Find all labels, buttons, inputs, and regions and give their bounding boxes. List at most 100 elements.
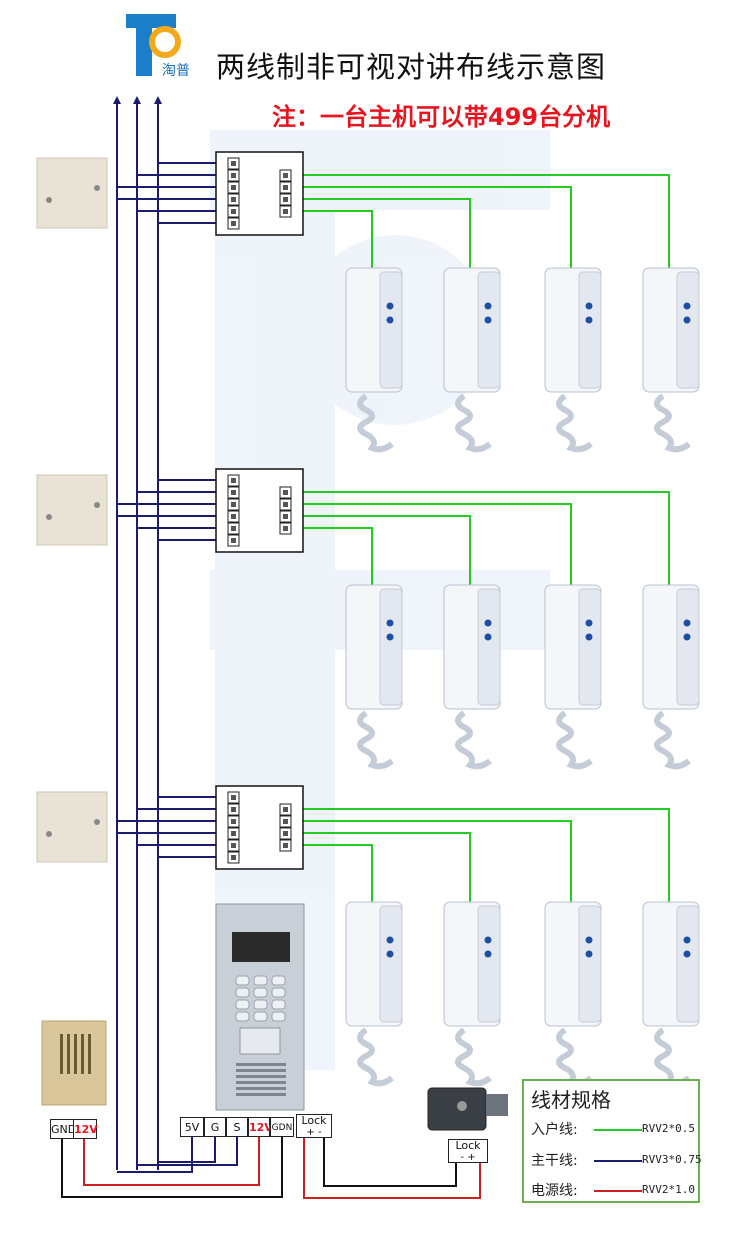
keypad-key: [271, 987, 286, 998]
handsets: [345, 267, 700, 1087]
legend-line-indoor: [594, 1129, 642, 1131]
power-supply-print: [88, 1034, 91, 1074]
speaker-grille: [236, 1063, 286, 1066]
coiled-cord-icon: [556, 710, 593, 770]
trunk-wires: [113, 96, 238, 1173]
terminal-screw-icon: [283, 807, 288, 812]
door-5v-terminal: 5V: [180, 1117, 204, 1137]
call-button-icon: [683, 936, 691, 944]
keypad-key: [253, 975, 268, 986]
terminal-screw-icon: [231, 526, 236, 531]
call-button-icon: [386, 302, 394, 310]
keypad-key: [235, 987, 250, 998]
coiled-cord-icon: [357, 393, 394, 453]
lock-bolt: [486, 1094, 508, 1116]
terminal-screw-icon: [231, 538, 236, 543]
keypad-key: [235, 975, 250, 986]
unlock-button-icon: [683, 316, 691, 324]
legend-spec-trunk: RVV3*0.75: [642, 1153, 702, 1166]
bottom-equipment: [41, 903, 508, 1199]
call-button-icon: [484, 936, 492, 944]
handset-receiver: [379, 271, 403, 389]
trunk-wire: [116, 198, 228, 201]
legend-line-power: [594, 1190, 642, 1192]
door-station: [215, 903, 305, 1111]
unlock-button-icon: [683, 633, 691, 641]
handset-receiver: [477, 588, 501, 706]
terminal-screw-icon: [231, 173, 236, 178]
intercom-handset: [345, 584, 403, 770]
brand-logo: [126, 14, 181, 76]
call-button-icon: [386, 619, 394, 627]
trunk-wire-5v: [117, 1137, 193, 1173]
terminal-screw-icon: [231, 197, 236, 202]
power-supply-print: [67, 1034, 70, 1074]
indoor-wire: [291, 844, 373, 902]
door-lock-terminal: Lock + -: [296, 1114, 332, 1138]
speaker-grille: [236, 1075, 286, 1078]
screw-icon: [46, 197, 52, 203]
terminal-screw-icon: [231, 795, 236, 800]
legend-label-power: 电源线:: [531, 1183, 578, 1199]
call-button-icon: [683, 302, 691, 310]
door-gdn-terminal: GDN: [270, 1117, 294, 1137]
terminal-screw-icon: [231, 855, 236, 860]
keypad-key: [271, 999, 286, 1010]
unlock-button-icon: [386, 950, 394, 958]
unlock-button-icon: [484, 316, 492, 324]
coiled-cord-icon: [654, 1027, 691, 1087]
indoor-wire: [291, 808, 670, 902]
indoor-wire: [291, 186, 572, 268]
call-button-icon: [386, 936, 394, 944]
keypad-key: [235, 1011, 250, 1022]
terminal-screw-icon: [231, 221, 236, 226]
speaker-grille: [236, 1087, 286, 1090]
terminal-screw-icon: [283, 173, 288, 178]
wall-switches: [36, 157, 108, 863]
coiled-cord-icon: [455, 710, 492, 770]
intercom-handset: [544, 267, 602, 453]
intercom-handset: [642, 584, 700, 770]
screw-icon: [94, 185, 100, 191]
legend-spec-power: RVV2*1.0: [642, 1183, 695, 1196]
terminal-screw-icon: [283, 490, 288, 495]
door-g-terminal: G: [204, 1117, 226, 1137]
terminal-screw-icon: [283, 197, 288, 202]
indoor-wire: [291, 527, 373, 585]
indoor-wire: [291, 515, 471, 585]
lock-plus-wire: [303, 1138, 481, 1199]
unlock-button-icon: [386, 633, 394, 641]
power-supply-print: [81, 1034, 84, 1074]
logo-text: 淘普: [162, 63, 190, 79]
intercom-handset: [345, 901, 403, 1087]
keypad-key: [253, 999, 268, 1010]
terminal-screw-icon: [283, 526, 288, 531]
power-supply-print: [60, 1034, 63, 1074]
terminal-screw-icon: [231, 514, 236, 519]
power-wire: [83, 1137, 260, 1186]
call-button-icon: [585, 302, 593, 310]
handset-receiver: [578, 905, 602, 1023]
terminal-screw-icon: [231, 161, 236, 166]
door-s-terminal: S: [226, 1117, 248, 1137]
terminal-screw-icon: [231, 209, 236, 214]
intercom-handset: [443, 584, 501, 770]
unlock-button-icon: [386, 316, 394, 324]
call-button-icon: [585, 619, 593, 627]
door-12v-terminal: 12V: [248, 1117, 273, 1137]
indoor-wire: [291, 503, 572, 585]
page-title: 两线制非可视对讲布线示意图: [216, 50, 607, 84]
terminal-screw-icon: [231, 478, 236, 483]
terminal-screw-icon: [283, 209, 288, 214]
terminal-screw-icon: [231, 843, 236, 848]
screw-icon: [46, 831, 52, 837]
screw-icon: [94, 819, 100, 825]
terminal-screw-icon: [231, 831, 236, 836]
indoor-wire: [291, 174, 670, 268]
unlock-button-icon: [585, 316, 593, 324]
trunk-wire: [116, 832, 228, 835]
lock-polarity: - +: [460, 1152, 476, 1163]
unlock-button-icon: [683, 950, 691, 958]
terminal-screw-icon: [283, 831, 288, 836]
handset-receiver: [578, 271, 602, 389]
